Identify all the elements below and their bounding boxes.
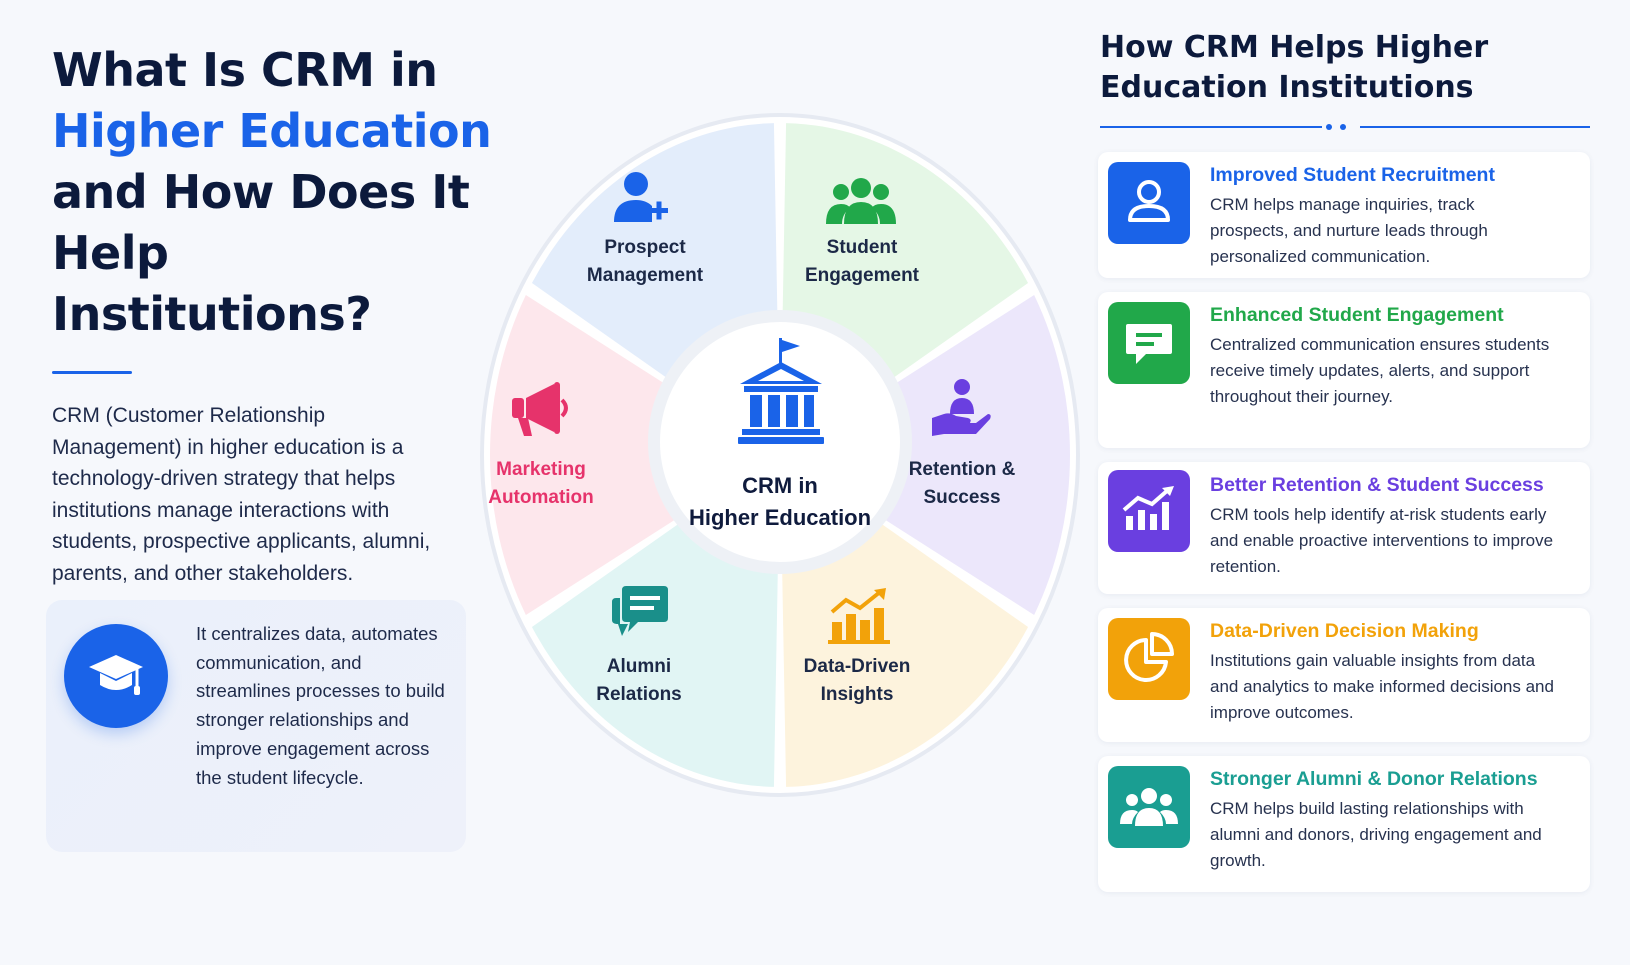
segment-prospect-management: Prospect Management xyxy=(560,234,730,290)
bar-chart-icon xyxy=(828,588,890,644)
segment-label-line1: Alumni xyxy=(606,656,672,677)
benefit-title: Better Retention & Student Success xyxy=(1210,474,1544,496)
segment-retention-success: Retention & Success xyxy=(877,456,1047,512)
benefit-title: Data-Driven Decision Making xyxy=(1210,620,1479,642)
benefit-title: Enhanced Student Engagement xyxy=(1210,304,1504,326)
intro-paragraph: CRM (Customer Relationship Management) i… xyxy=(52,404,431,585)
segment-label-line1: Marketing xyxy=(496,459,586,480)
divider-dot xyxy=(1340,124,1346,130)
benefit-card-retention: Better Retention & Student Success CRM t… xyxy=(1098,462,1590,594)
segment-data-driven-insights: Data-Driven Insights xyxy=(772,653,942,709)
callout-text: It centralizes data, automates communica… xyxy=(196,623,445,788)
divider-line-left xyxy=(1100,126,1322,128)
segment-label-line1: Data-Driven xyxy=(803,656,911,677)
benefit-body: Institutions gain valuable insights from… xyxy=(1210,651,1554,722)
segment-alumni-relations: Alumni Relations xyxy=(554,653,724,709)
wheel-segment-marketing xyxy=(490,295,754,615)
segment-label-line2: Management xyxy=(586,265,704,286)
pie-chart-icon xyxy=(1108,618,1190,700)
benefit-card-engagement: Enhanced Student Engagement Centralized … xyxy=(1098,292,1590,448)
title-highlight: Higher Education xyxy=(52,104,492,158)
divider-line-right xyxy=(1360,126,1590,128)
title-underline xyxy=(52,371,132,374)
segment-label-line1: Student xyxy=(826,237,898,258)
segment-label-line2: Success xyxy=(923,487,1001,508)
group-icon xyxy=(826,176,898,230)
benefit-card-alumni-donor: Stronger Alumni & Donor Relations CRM he… xyxy=(1098,756,1590,892)
chat-bubbles-icon xyxy=(608,584,670,644)
user-icon xyxy=(1108,162,1190,244)
segment-label-line1: Retention & xyxy=(908,459,1016,480)
segment-label-line1: Prospect xyxy=(604,237,686,258)
segment-label-line2: Relations xyxy=(596,684,682,705)
segment-marketing-automation: Marketing Automation xyxy=(456,456,626,512)
benefit-body: CRM tools help identify at-risk students… xyxy=(1210,505,1554,576)
benefit-body: CRM helps manage inquiries, track prospe… xyxy=(1210,195,1488,266)
message-icon xyxy=(1108,302,1190,384)
page-title: What Is CRM in Higher Education and How … xyxy=(52,40,492,345)
graduation-cap-icon xyxy=(64,624,168,728)
growth-chart-icon xyxy=(1108,470,1190,552)
benefits-title-divider xyxy=(1100,122,1590,132)
segment-label-line2: Insights xyxy=(820,684,894,705)
segment-student-engagement: Student Engagement xyxy=(777,234,947,290)
center-label-line1: CRM in xyxy=(742,473,818,498)
center-label-line2: Higher Education xyxy=(688,505,872,530)
title-line-1: What Is CRM in xyxy=(52,43,438,97)
user-plus-icon xyxy=(610,168,676,234)
wheel-segment-retention xyxy=(806,295,1070,615)
benefit-body: Centralized communication ensures studen… xyxy=(1210,335,1550,406)
people-icon xyxy=(1108,766,1190,848)
segment-label-line2: Engagement xyxy=(804,265,920,286)
intro-section: What Is CRM in Higher Education and How … xyxy=(52,40,492,589)
segment-label-line2: Automation xyxy=(488,487,594,508)
benefit-card-recruitment: Improved Student Recruitment CRM helps m… xyxy=(1098,152,1590,278)
university-building-icon xyxy=(738,338,824,448)
benefits-title: How CRM Helps Higher Education Instituti… xyxy=(1100,30,1489,105)
megaphone-icon xyxy=(510,380,572,438)
title-line-4: Help Institutions? xyxy=(52,226,372,341)
benefit-card-decision-making: Data-Driven Decision Making Institutions… xyxy=(1098,608,1590,742)
center-label: CRM in Higher Education xyxy=(655,470,905,534)
callout-box: It centralizes data, automates communica… xyxy=(46,600,466,852)
benefit-title: Stronger Alumni & Donor Relations xyxy=(1210,768,1538,790)
title-line-3: and How Does It xyxy=(52,165,470,219)
hand-person-icon xyxy=(928,378,994,440)
benefit-body: CRM helps build lasting relationships wi… xyxy=(1210,799,1542,870)
crm-wheel-diagram: Prospect Management Student Engagement R… xyxy=(470,110,1090,820)
benefit-title: Improved Student Recruitment xyxy=(1210,164,1495,186)
divider-dot xyxy=(1326,124,1332,130)
